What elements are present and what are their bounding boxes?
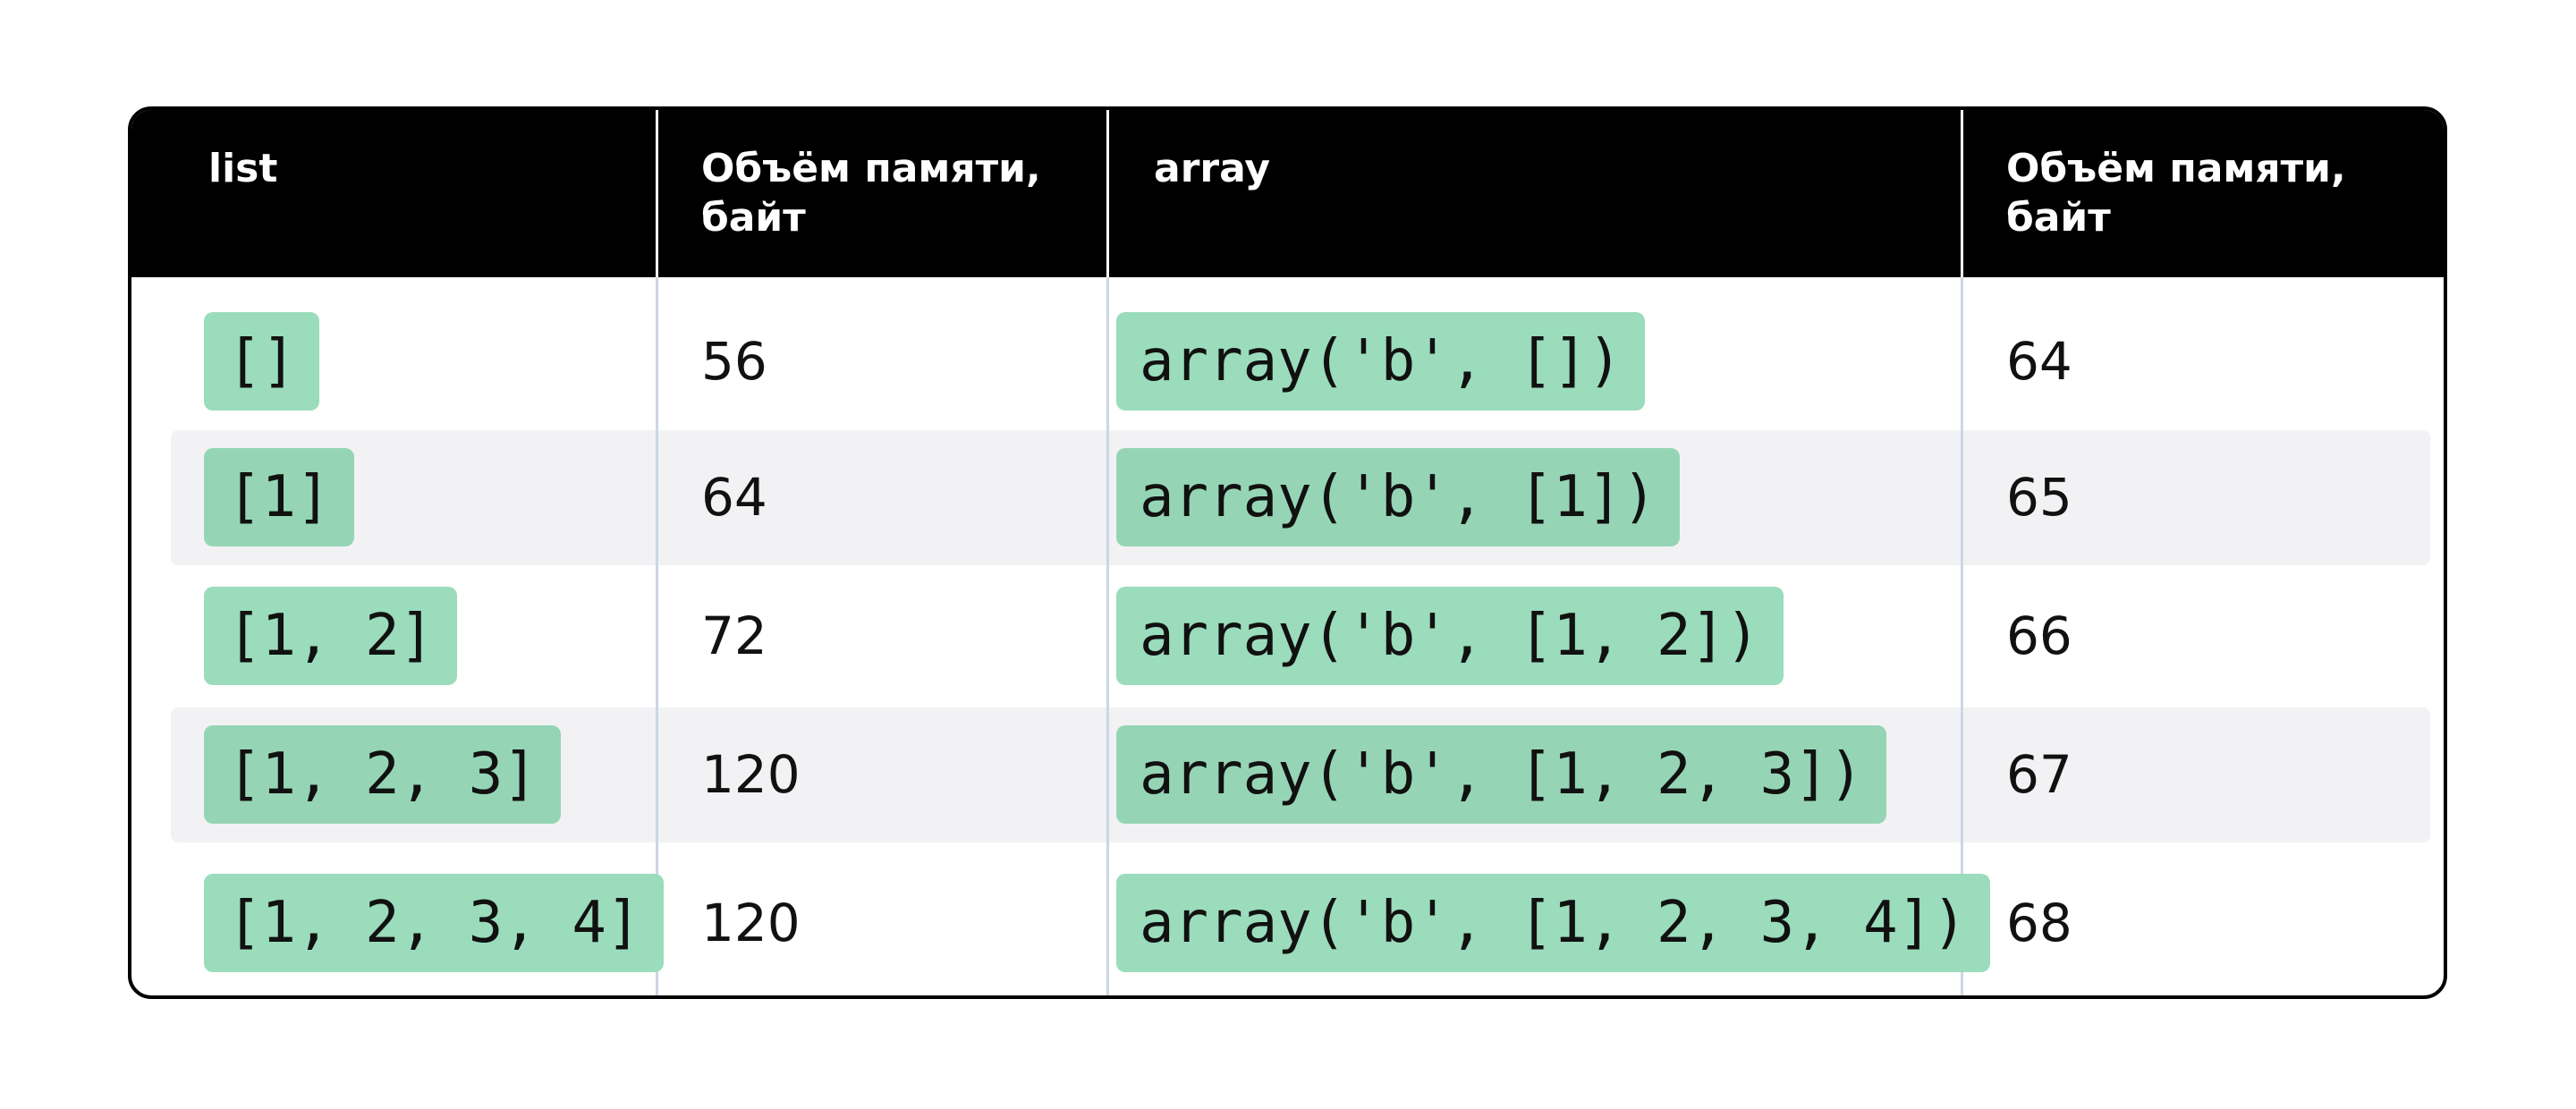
memory-comparison-table: list Объём памяти, байт array Объём памя… — [128, 106, 2447, 999]
list-literal-chip: [] — [204, 312, 320, 411]
header-list: list — [208, 146, 278, 191]
column-divider-2 — [1106, 277, 1109, 995]
array-literal-chip: array('b', [1, 2, 3]) — [1116, 725, 1887, 824]
list-literal-chip: [1] — [204, 448, 354, 546]
array-bytes-value: 64 — [2006, 331, 2072, 392]
list-literal-chip: [1, 2, 3] — [204, 725, 561, 824]
array-bytes-value: 67 — [2006, 744, 2072, 805]
table-header — [131, 110, 2444, 277]
array-bytes-value: 66 — [2006, 605, 2072, 666]
list-bytes-value: 120 — [701, 893, 801, 953]
list-bytes-value: 72 — [701, 605, 767, 666]
header-divider-2 — [1106, 110, 1109, 277]
header-divider-1 — [656, 110, 658, 277]
column-divider-1 — [656, 277, 658, 995]
column-divider-3 — [1961, 277, 1963, 995]
array-literal-chip: array('b', [1, 2, 3, 4]) — [1116, 874, 1990, 972]
list-literal-chip: [1, 2, 3, 4] — [204, 874, 665, 972]
list-bytes-value: 64 — [701, 467, 767, 528]
array-literal-chip: array('b', [1]) — [1116, 448, 1680, 546]
array-literal-chip: array('b', [1, 2]) — [1116, 587, 1784, 685]
list-bytes-value: 56 — [701, 331, 767, 392]
list-bytes-value: 120 — [701, 744, 801, 805]
header-array: array — [1154, 146, 1271, 191]
header-array-bytes: Объём памяти, байт — [2006, 146, 2346, 241]
array-literal-chip: array('b', []) — [1116, 312, 1646, 411]
array-bytes-value: 68 — [2006, 893, 2072, 953]
list-literal-chip: [1, 2] — [204, 587, 458, 685]
header-divider-3 — [1961, 110, 1963, 277]
array-bytes-value: 65 — [2006, 467, 2072, 528]
header-list-bytes: Объём памяти, байт — [701, 146, 1041, 241]
